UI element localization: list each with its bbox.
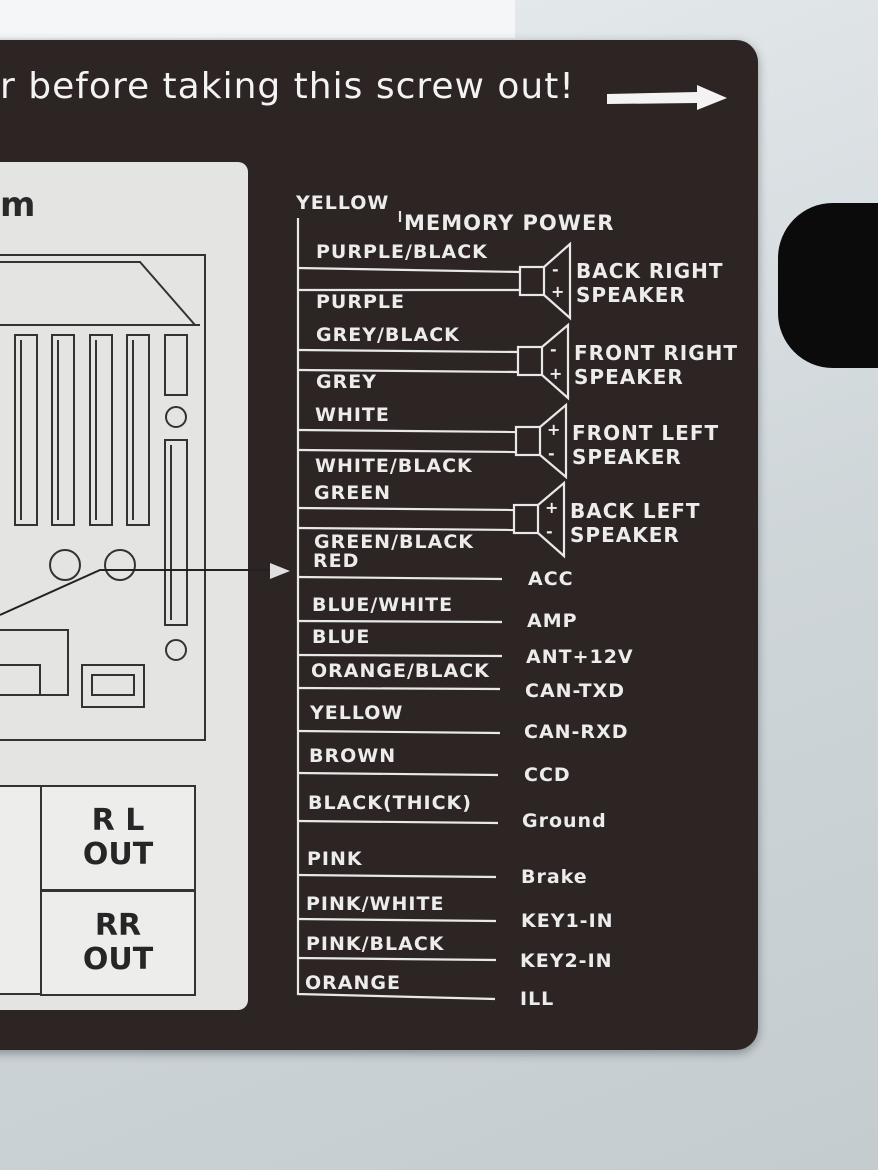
wire-purple: PURPLE [316,291,405,313]
wire-green: GREEN [314,482,392,504]
function-label: CAN-RXD [524,721,629,743]
minus-mark: - [548,444,556,463]
wire-grey: GREY [316,371,377,393]
function-label: ANT+12V [526,646,634,668]
mounting-hole [778,203,878,368]
rr-out-line1: RR [94,908,142,943]
minus-mark: - [546,522,554,541]
wire-label: PINK/WHITE [306,893,445,915]
wire-grey-black: GREY/BLACK [316,324,460,346]
function-label: KEY2-IN [520,950,613,972]
function-label: KEY1-IN [521,910,614,932]
wire-white-black: WHITE/BLACK [315,455,473,477]
wire-yellow-memory: YELLOW [296,192,390,214]
memory-power-label: MEMORY POWER [404,211,615,235]
rl-out-line2: OUT [82,837,154,872]
left-out-boxes [0,785,42,995]
speaker-icons [512,241,572,559]
rl-out-box: R L OUT [40,785,196,891]
speaker-line1: FRONT RIGHT [574,341,739,365]
back-left-speaker-label: BACK LEFT SPEAKER [570,499,701,547]
speaker-line2: SPEAKER [570,523,680,547]
wire-purple-black: PURPLE/BLACK [316,241,488,263]
wire-label: BLUE/WHITE [312,594,454,616]
plus-mark: + [547,420,562,439]
speaker-line2: SPEAKER [572,445,682,469]
plus-mark: + [545,498,560,517]
warning-text: r before taking this screw out! [0,66,575,107]
wire-label: BROWN [309,745,397,767]
rr-out-box: RR OUT [40,890,196,996]
wire-label: RED [313,550,360,572]
function-label: ILL [520,988,555,1010]
speaker-line1: BACK LEFT [570,499,701,523]
wire-label: YELLOW [310,702,404,724]
function-label: CAN-TXD [525,680,626,702]
rl-out-line1: R L [91,803,145,838]
minus-mark: - [550,340,558,359]
wire-label: PINK/BLACK [306,933,445,955]
wire-label: ORANGE [305,972,401,994]
panel-title: m [0,185,36,225]
minus-mark: - [552,260,560,279]
function-label: ACC [528,568,574,590]
paper-strip [0,0,515,38]
function-label: AMP [527,610,578,632]
front-right-speaker-label: FRONT RIGHT SPEAKER [574,341,738,389]
arrow-right-icon [607,85,727,110]
function-label: Brake [521,866,588,888]
wire-label: ORANGE/BLACK [311,660,490,682]
wire-label: BLACK(THICK) [308,792,472,814]
function-label: CCD [524,764,571,786]
wire-label: PINK [307,848,363,870]
back-right-speaker-label: BACK RIGHT SPEAKER [576,259,724,307]
rr-out-line2: OUT [82,942,154,977]
wire-green-black: GREEN/BLACK [314,531,474,553]
speaker-line2: SPEAKER [576,283,686,307]
front-left-speaker-label: FRONT LEFT SPEAKER [572,421,719,469]
wire-white: WHITE [315,404,390,426]
speaker-line1: FRONT LEFT [572,421,720,445]
speaker-line2: SPEAKER [574,365,684,389]
plus-mark: + [549,364,564,383]
speaker-line1: BACK RIGHT [576,259,724,283]
wire-label: BLUE [312,626,371,648]
function-label: Ground [522,810,607,832]
plus-mark: + [551,282,566,301]
